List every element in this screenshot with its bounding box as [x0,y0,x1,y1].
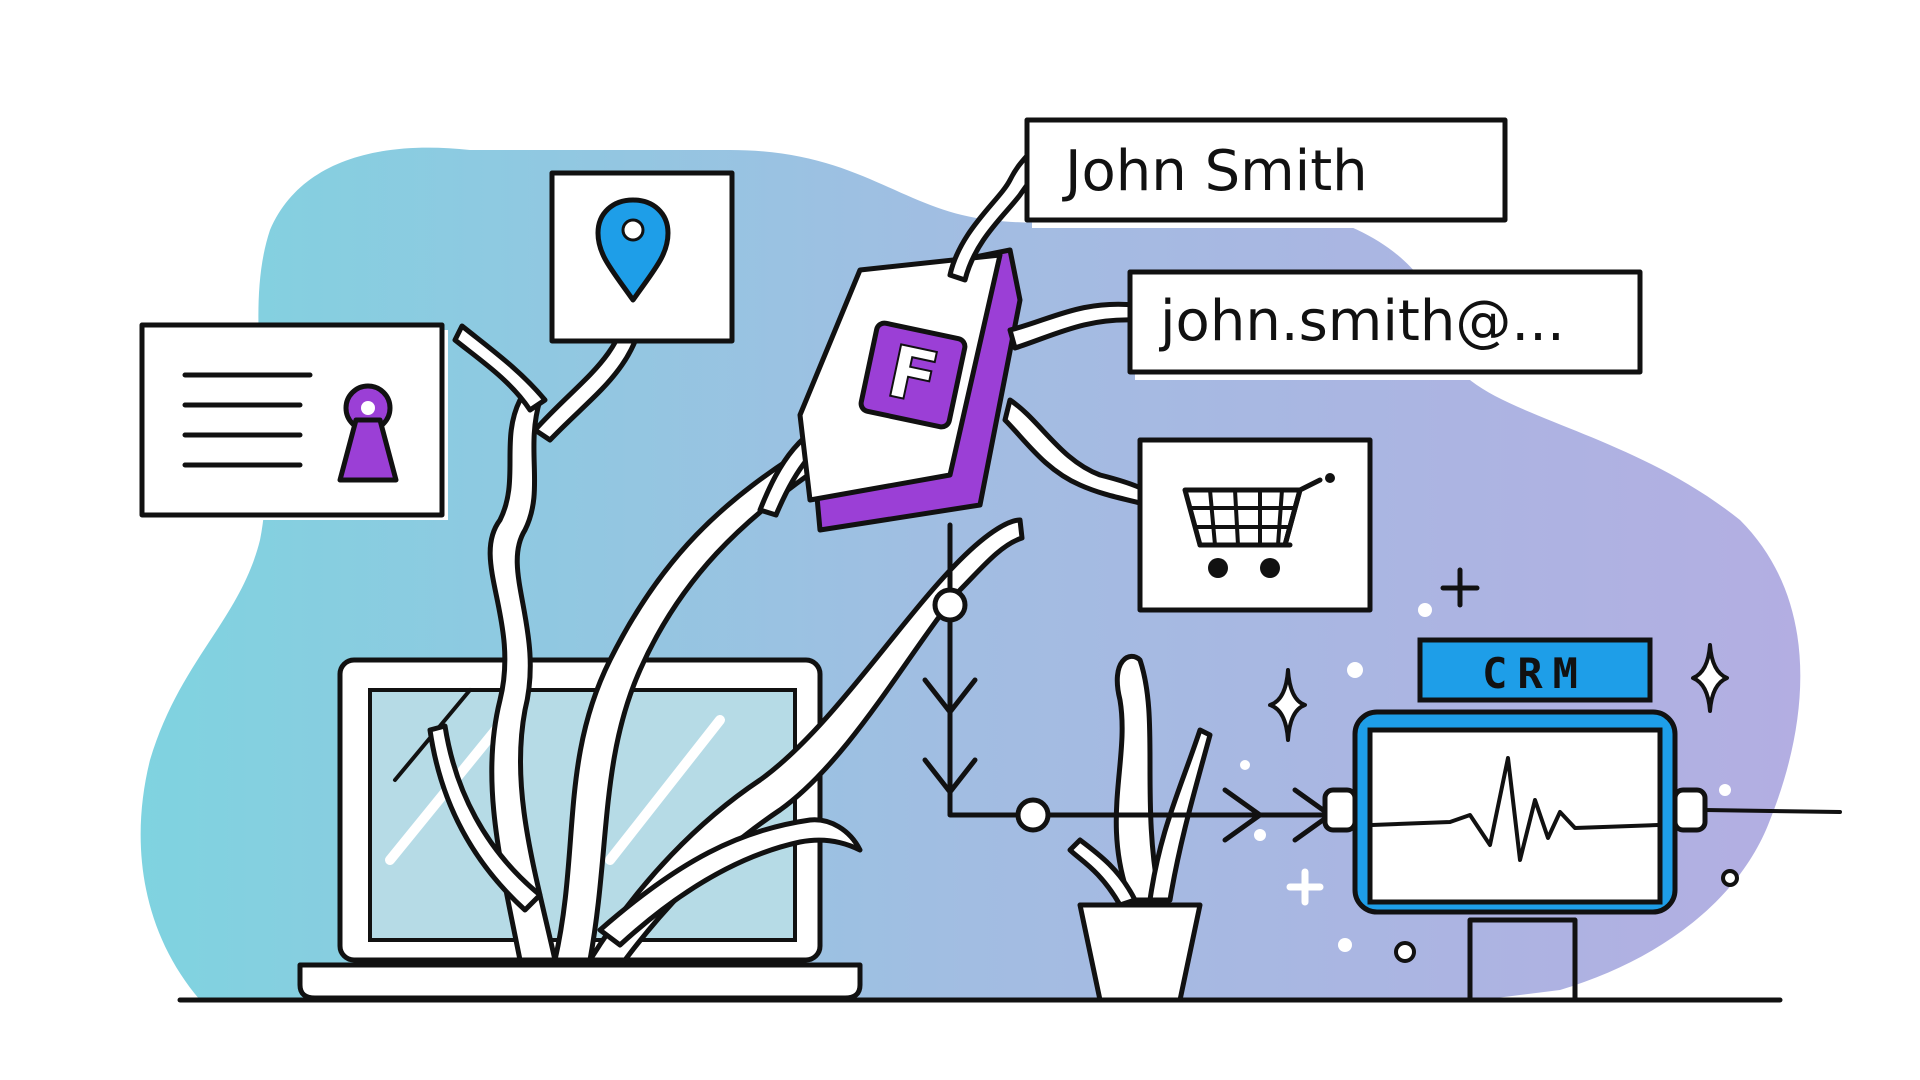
crm-monitor: CRM [1322,637,1842,1003]
arrow-down-icon [922,757,978,795]
sparkle-icon [1268,668,1307,742]
flow-node [1015,797,1051,833]
crm-label: CRM [1482,649,1588,698]
app-logo-badge [858,320,968,430]
cart-card [1137,437,1373,613]
sparkle-icon [1691,643,1729,713]
dot-ring [1394,941,1416,963]
id-card [139,322,448,520]
location-pin-icon [595,197,671,303]
arrow-down-icon [922,677,978,715]
email-text: john.smith@... [1158,289,1565,354]
shopping-cart-icon [1182,473,1335,578]
app-device: F [797,247,1023,533]
name-text: John Smith [1062,139,1368,204]
plus-icon [1440,567,1480,608]
arrow-right-icon [1222,787,1263,843]
name-card: John Smith [1024,117,1510,228]
dot-ring [1721,869,1739,887]
flow-connector [922,522,1338,843]
email-card: john.smith@... [1127,269,1645,380]
location-card [549,170,735,344]
heartbeat-icon [1370,756,1660,862]
decorations [1240,567,1739,963]
plus-icon [1286,868,1324,906]
flow-node [932,587,968,623]
keyhole-icon [337,383,399,483]
